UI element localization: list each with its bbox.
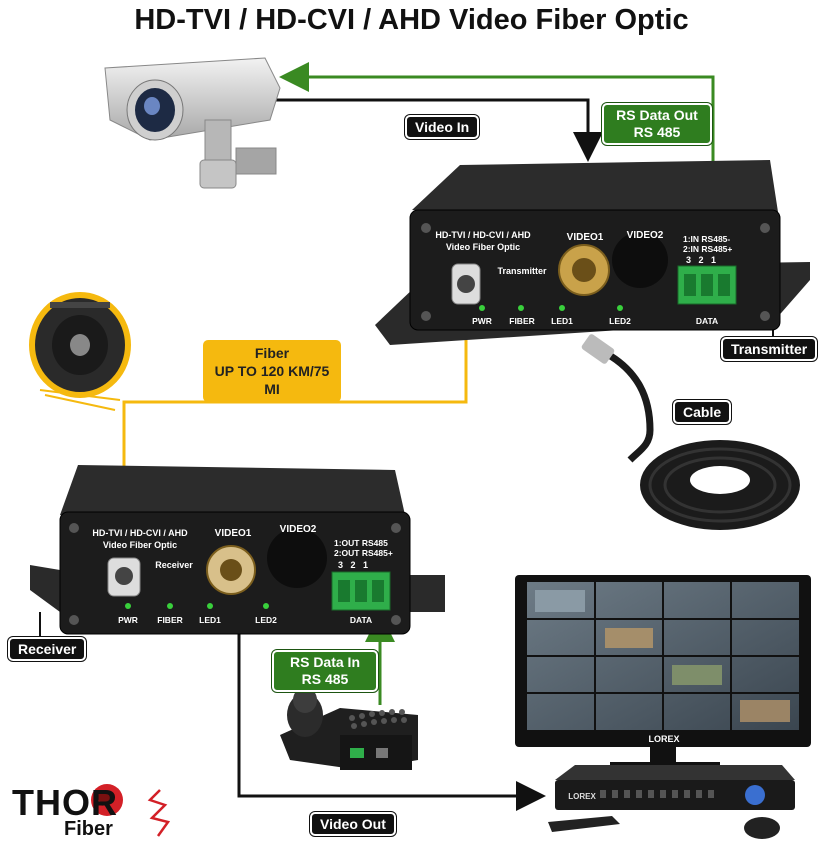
tx-term-line2: 2:IN RS485+ (683, 244, 732, 254)
rs-data-in-line1: RS Data In (289, 654, 360, 670)
rx-data-label: DATA (350, 615, 372, 625)
tx-data-label: DATA (696, 316, 718, 326)
transmitter-tag: Transmitter (721, 337, 818, 361)
tx-term-line1: 1:IN RS485- (683, 234, 730, 244)
monitor-brand: LOREX (648, 734, 679, 744)
cctv-camera-icon (104, 57, 281, 189)
tx-name-line1: HD-TVI / HD-CVI / AHD (435, 230, 531, 240)
tx-term-nums: 3 2 1 (686, 255, 716, 265)
rs-data-out-line1: RS Data Out (616, 107, 698, 123)
rx-video2-label: VIDEO2 (280, 524, 317, 535)
coax-cable-icon (581, 334, 800, 530)
fiber-reel-icon (29, 292, 131, 411)
tx-led1-label: LED1 (551, 316, 573, 326)
tx-name-line2: Video Fiber Optic (446, 242, 520, 252)
fiber-tag-line1: Fiber (254, 345, 290, 361)
dvr-brand: LOREX (568, 792, 596, 801)
rx-led2-label: LED2 (255, 615, 277, 625)
tx-video2-label: VIDEO2 (627, 230, 664, 241)
ptz-keyboard-icon (280, 687, 418, 770)
rx-fiber-label: FIBER (157, 615, 183, 625)
video-in-tag: Video In (405, 115, 480, 139)
rx-term-line2: 2:OUT RS485+ (334, 548, 393, 558)
receiver-device (30, 465, 445, 635)
rx-mode-label: Receiver (155, 560, 193, 570)
dvr-icon (548, 765, 795, 839)
fiber-tag: Fiber UP TO 120 KM/75 MI (203, 340, 341, 402)
rs-data-out-tag: RS Data Out RS 485 (602, 103, 712, 145)
rx-video1-label: VIDEO1 (215, 528, 252, 539)
rs-data-in-tag: RS Data In RS 485 (272, 650, 378, 692)
video-out-line (237, 600, 546, 811)
fiber-tag-line2: UP TO 120 KM/75 MI (214, 363, 330, 397)
diagram-title: HD-TVI / HD-CVI / AHD Video Fiber Optic (134, 4, 689, 36)
video-out-tag: Video Out (310, 812, 396, 836)
tx-video1-label: VIDEO1 (567, 232, 604, 243)
rx-led1-label: LED1 (199, 615, 221, 625)
receiver-tag: Receiver (8, 637, 87, 661)
transmitter-device (375, 160, 810, 345)
rx-name-line1: HD-TVI / HD-CVI / AHD (92, 528, 188, 538)
video-in-line (235, 98, 603, 162)
tx-fiber-label: FIBER (509, 316, 535, 326)
rx-term-line1: 1:OUT RS485 (334, 538, 388, 548)
rs-data-out-line2: RS 485 (633, 124, 681, 140)
brand-logo-sub: Fiber (64, 818, 113, 840)
tx-pwr-label: PWR (472, 316, 492, 326)
rx-pwr-label: PWR (118, 615, 138, 625)
rs-data-in-line2: RS 485 (301, 671, 349, 687)
tx-led2-label: LED2 (609, 316, 631, 326)
rx-term-nums: 3 2 1 (338, 560, 368, 570)
cable-tag: Cable (673, 400, 732, 424)
tx-mode-label: Transmitter (497, 266, 547, 276)
thor-globe-icon (91, 784, 171, 837)
rx-name-line2: Video Fiber Optic (103, 540, 177, 550)
brand-logo-text: THOR (12, 782, 118, 823)
